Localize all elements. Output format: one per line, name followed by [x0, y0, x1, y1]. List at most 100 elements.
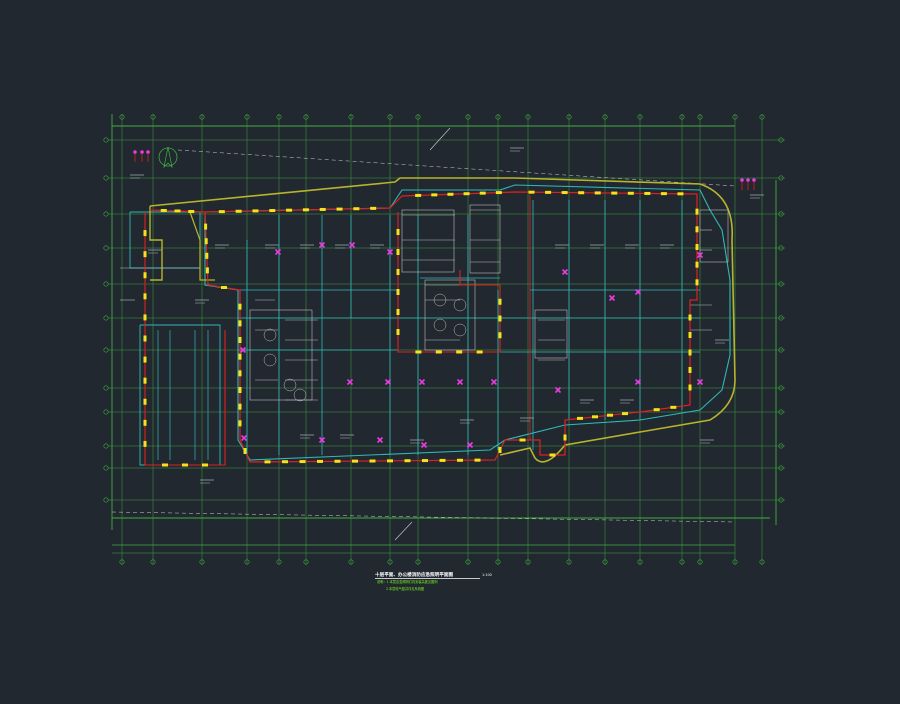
emergency-light-fixture [317, 459, 323, 463]
emergency-light-fixture [495, 191, 502, 195]
emergency-light-fixture [479, 191, 486, 195]
door-swing [263, 353, 277, 367]
axis-grid-lines [103, 114, 785, 565]
emergency-light-fixture [528, 190, 535, 194]
junction-box-marker [384, 378, 392, 386]
emergency-light-fixture [644, 191, 651, 195]
junction-box-marker [634, 378, 642, 386]
emergency-light-fixture [396, 229, 400, 235]
emergency-light-fixture [439, 458, 446, 462]
grid-bubble-left [103, 465, 109, 471]
junction-box-marker [608, 294, 616, 302]
leader-line [394, 521, 413, 541]
emergency-light-fixture [162, 463, 168, 467]
emergency-light-fixture [352, 459, 358, 463]
grid-bubble-bottom [495, 559, 501, 565]
junction-box-marker [318, 436, 326, 444]
emergency-light-fixture [545, 190, 552, 194]
grid-bubble-right [778, 137, 784, 143]
grid-bubble-right [778, 409, 784, 415]
emergency-light-fixture [238, 370, 242, 377]
riser-head [740, 178, 744, 182]
emergency-light-fixture [143, 377, 147, 384]
emergency-light-fixture [415, 193, 422, 197]
emergency-light-fixture [594, 191, 601, 195]
grid-bubble-top [759, 114, 765, 120]
emergency-light-fixture [498, 332, 502, 339]
emergency-light-fixture [670, 405, 677, 409]
grid-bubble-left [103, 211, 109, 217]
emergency-light-fixture [369, 459, 376, 463]
grid-bubble-right [778, 347, 784, 353]
grid-bubble-bottom [525, 559, 531, 565]
emergency-light-fixture [143, 230, 147, 237]
grid-bubble-top [566, 114, 572, 120]
emergency-light-fixtures [143, 190, 699, 467]
grid-bubble-top [679, 114, 685, 120]
grid-bubble-top [465, 114, 471, 120]
grid-bubble-bottom [387, 559, 393, 565]
emergency-light-fixture [519, 438, 526, 442]
emergency-light-fixture [205, 252, 209, 259]
door-swing [453, 298, 467, 312]
grid-bubble-bottom [348, 559, 354, 565]
emergency-light-fixture [188, 210, 195, 213]
emergency-light-fixture [353, 207, 360, 211]
grid-bubble-right [778, 281, 784, 287]
grid-bubble-right [778, 385, 784, 391]
door-swing [453, 323, 467, 337]
emergency-light-fixture [202, 463, 208, 467]
drawing-note-2: 2.本层电气竖井详见系统图 [386, 586, 424, 591]
emergency-light-fixture [143, 293, 147, 300]
emergency-light-fixture [238, 353, 242, 360]
emergency-light-fixture [143, 251, 147, 258]
drawing-title-block: 十层平面、办公楼消防应急照明平面图 1:100 说明：1.本层应急照明灯具安装高… [375, 571, 492, 591]
grid-bubble-top [199, 114, 205, 120]
emergency-light-fixture [299, 460, 306, 464]
room-partitions [120, 209, 712, 401]
junction-box-markers [239, 241, 704, 449]
emergency-light-fixture [264, 460, 271, 464]
riser-head [140, 150, 144, 154]
grid-bubble-left [103, 497, 109, 503]
emergency-light-fixture [404, 459, 411, 463]
emergency-light-fixture [498, 315, 502, 322]
grid-bubble-top [348, 114, 354, 120]
grid-bubble-right [778, 315, 784, 321]
grid-bubble-top [637, 114, 643, 120]
emergency-circuit-core [397, 212, 501, 353]
emergency-light-fixture [396, 269, 400, 275]
junction-box-marker [386, 248, 394, 256]
emergency-light-fixture [653, 408, 660, 412]
door-swing [433, 318, 447, 332]
stair-core [249, 309, 313, 401]
emergency-light-fixture [182, 463, 188, 467]
junction-box-marker [418, 378, 426, 386]
emergency-light-fixture [143, 335, 147, 342]
grid-bubble-right [778, 465, 784, 471]
door-swing [293, 388, 307, 402]
emergency-light-fixture [243, 448, 247, 454]
riser-head [146, 150, 150, 154]
dimension-lines [111, 127, 736, 541]
riser-head [752, 178, 756, 182]
emergency-light-fixture [611, 191, 618, 195]
grid-bubble-top [150, 114, 156, 120]
north-arrow [163, 146, 173, 169]
emergency-light-fixture [688, 332, 692, 338]
grid-bubble-left [103, 385, 109, 391]
emergency-light-fixture [431, 193, 438, 197]
emergency-light-fixture [334, 459, 341, 463]
grid-bubble-top [276, 114, 282, 120]
emergency-light-fixture [688, 314, 692, 321]
grid-bubble-bottom [566, 559, 572, 565]
grid-bubble-left [103, 347, 109, 353]
emergency-light-fixture [422, 459, 428, 463]
exterior-wall [204, 184, 731, 461]
emergency-light-fixture [387, 459, 393, 463]
emergency-light-fixture [457, 458, 463, 462]
emergency-light-fixture [695, 208, 699, 215]
grid-bubble-left [103, 315, 109, 321]
